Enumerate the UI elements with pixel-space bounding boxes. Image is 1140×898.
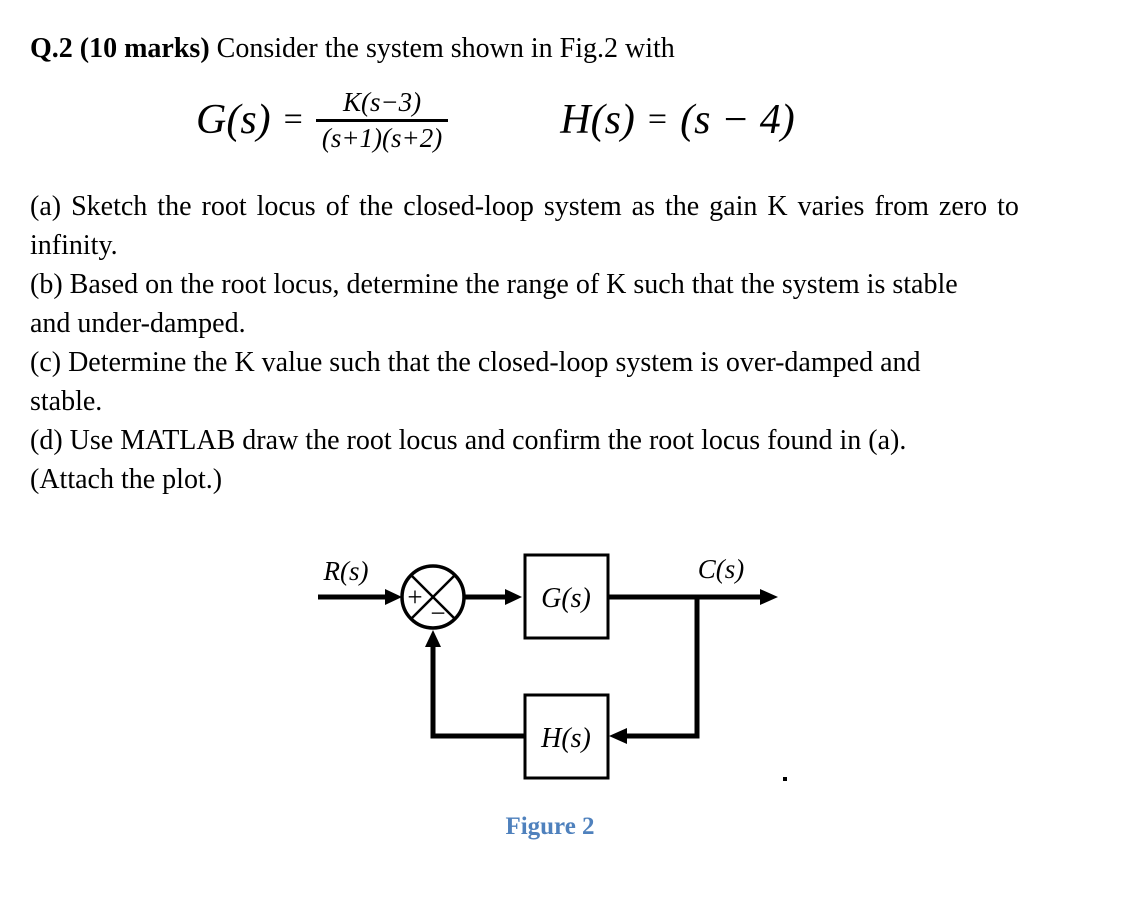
junction-diagonal-2 [410,574,456,620]
part-c-line-1: (c) Determine the K value such that the … [30,347,921,378]
g-numerator: K(s−3) [342,87,422,117]
input-arrowhead-icon [385,589,402,605]
feedback-up-arrowhead-icon [425,630,441,647]
fraction-bar [315,118,449,122]
output-signal-label: C(s) [698,554,745,584]
output-arrowhead-icon [760,589,778,605]
part-b-line-1: (b) Based on the root locus, determine t… [30,269,958,300]
question-body: (a) Sketch the root locus of the closed-… [30,187,1019,499]
g-fraction: K(s−3) (s+1)(s+2) [315,86,449,155]
feedback-arrowhead-icon [609,728,627,744]
part-a-line-2: infinity. [30,230,118,261]
feedback-block [523,693,610,780]
trailing-period-mark [783,777,787,781]
h-of-s-lhs: H(s) [560,97,635,144]
h-rhs: (s − 4) [680,97,795,144]
h-equals-sign: = [647,101,668,139]
feedback-block-label: H(s) [540,723,591,754]
g-denominator: (s+1)(s+2) [321,122,443,153]
feedback-left-wire [430,647,525,739]
part-a-line-1: (a) Sketch the root locus of the closed-… [30,191,1019,222]
forward-block-label: G(s) [541,583,591,614]
forward-block [523,553,610,640]
g-of-s-lhs: G(s) [196,97,271,144]
equation-row: G(s) = K(s−3) (s+1)(s+2) H(s) = (s − 4) [196,86,795,155]
sum-plus-sign: + [407,582,422,612]
input-signal-label: R(s) [323,556,369,586]
block-diagram: R(s) + − G(s) C(s) H(s) [318,553,787,781]
question-title: Q.2 (10 marks) Consider the system shown… [30,33,675,65]
part-c-line-2: stable. [30,386,103,417]
g-equals-sign: = [283,101,303,139]
question-number: Q.2 (10 marks) [30,33,210,64]
error-arrowhead-icon [505,589,522,605]
part-b-line-2: and under-damped. [30,308,246,339]
question-title-text: Consider the system shown in Fig.2 with [209,33,675,64]
part-d-line-1: (d) Use MATLAB draw the root locus and c… [30,425,907,456]
sum-minus-sign: − [430,598,445,628]
figure-caption: Figure 2 [505,813,595,840]
part-d-line-2: (Attach the plot.) [30,464,223,495]
